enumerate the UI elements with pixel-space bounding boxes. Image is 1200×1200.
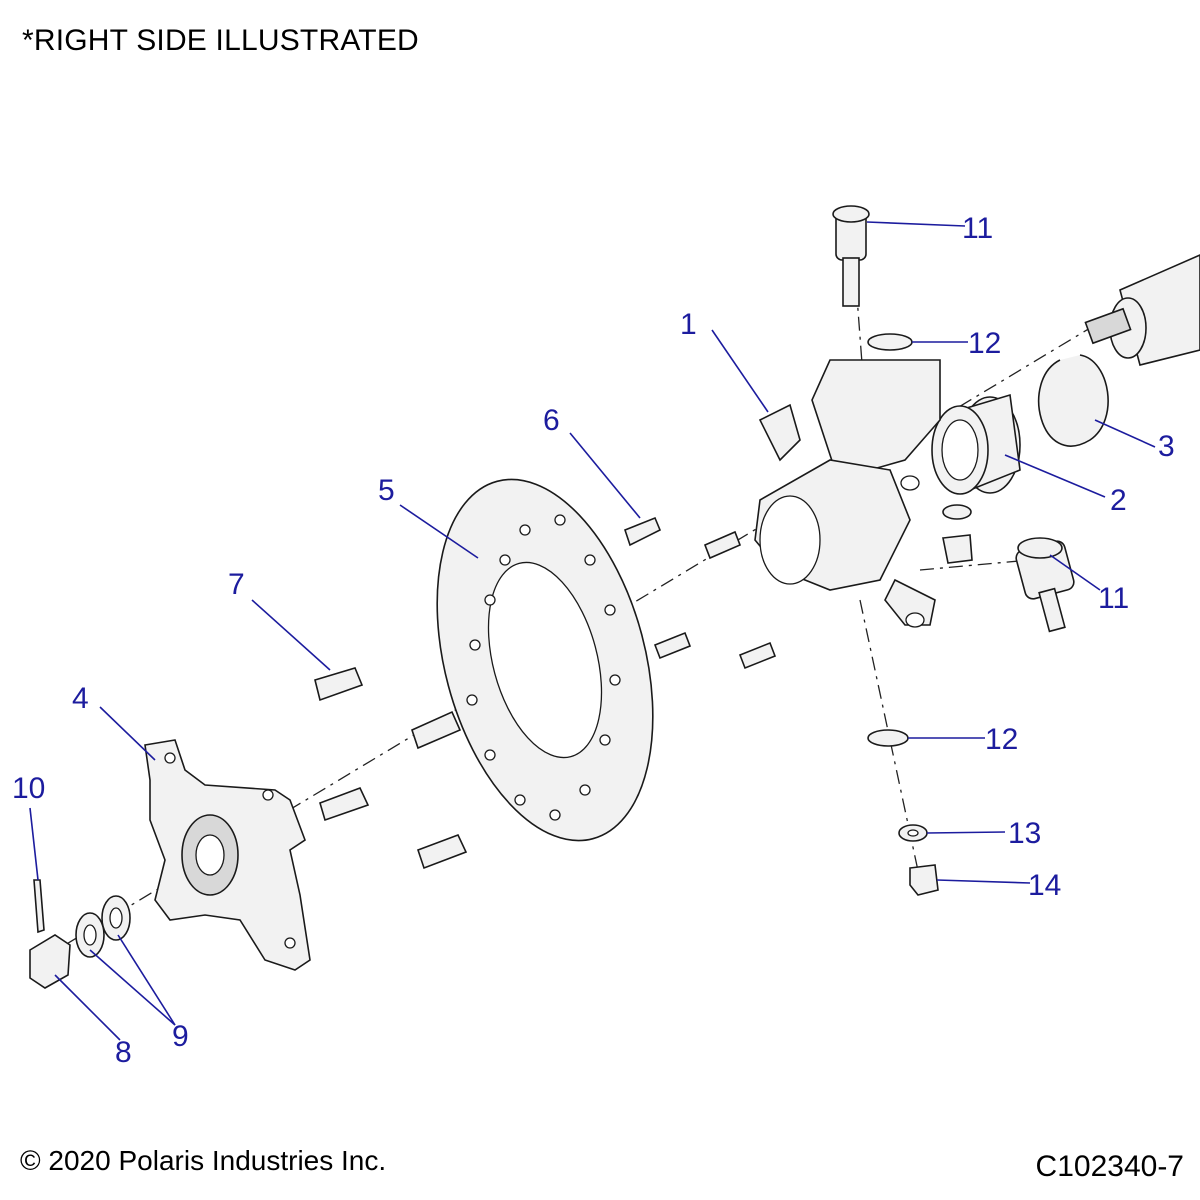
leader-1 bbox=[711, 329, 769, 413]
leader-6 bbox=[569, 432, 641, 519]
callout-12-lower: 12 bbox=[985, 723, 1018, 756]
axle-shaft bbox=[1084, 254, 1200, 366]
callout-14: 14 bbox=[1028, 869, 1061, 902]
callout-5: 5 bbox=[378, 474, 395, 507]
castle-nut bbox=[29, 934, 71, 989]
callout-3: 3 bbox=[1158, 430, 1175, 463]
callout-10: 10 bbox=[12, 772, 45, 805]
callout-13: 13 bbox=[1008, 817, 1041, 850]
leader-2 bbox=[1004, 454, 1106, 498]
cotter-pin bbox=[33, 879, 45, 934]
callout-4: 4 bbox=[72, 682, 89, 715]
callout-9: 9 bbox=[172, 1020, 189, 1053]
leader-8 bbox=[54, 974, 121, 1041]
leader-3 bbox=[1094, 419, 1156, 448]
lower-balljoint-axis bbox=[919, 559, 1031, 571]
leader-5 bbox=[399, 504, 479, 559]
leader-4 bbox=[99, 706, 156, 761]
bearing-snap-ring bbox=[1037, 354, 1109, 447]
lower-nut bbox=[909, 864, 939, 896]
callout-2: 2 bbox=[1110, 484, 1127, 517]
upper-ball-joint bbox=[832, 205, 870, 307]
leader-9a bbox=[89, 949, 176, 1026]
illustration-note: *RIGHT SIDE ILLUSTRATED bbox=[22, 24, 419, 57]
callout-11-lower: 11 bbox=[1098, 582, 1129, 615]
callout-7: 7 bbox=[228, 568, 245, 601]
callout-6: 6 bbox=[543, 404, 560, 437]
callout-8: 8 bbox=[115, 1036, 132, 1069]
leader-11a bbox=[866, 221, 966, 227]
leader-14 bbox=[936, 879, 1031, 884]
leader-7 bbox=[251, 599, 331, 671]
lower-retaining-ring bbox=[867, 729, 909, 747]
wheel-bearing bbox=[931, 393, 1021, 495]
brake-rotor bbox=[436, 478, 654, 842]
wheel-studs bbox=[314, 667, 468, 870]
wheel-hub bbox=[144, 739, 311, 971]
knuckle-washer bbox=[942, 504, 972, 520]
upper-retaining-ring bbox=[867, 333, 913, 351]
steering-knuckle bbox=[754, 359, 941, 628]
leader-11b bbox=[1049, 554, 1101, 591]
callout-1: 1 bbox=[680, 308, 697, 341]
knuckle-nut bbox=[942, 534, 973, 564]
lower-ball-joint bbox=[1015, 537, 1075, 633]
leader-9b bbox=[117, 934, 176, 1026]
drawing-code: C102340-7 bbox=[1035, 1150, 1184, 1183]
leader-10 bbox=[29, 807, 39, 881]
leader-13 bbox=[926, 831, 1006, 834]
copyright-notice: © 2020 Polaris Industries Inc. bbox=[20, 1145, 387, 1176]
caliper-bolts bbox=[624, 516, 777, 670]
callout-11-upper: 11 bbox=[962, 212, 993, 245]
callout-12-upper: 12 bbox=[968, 327, 1001, 360]
